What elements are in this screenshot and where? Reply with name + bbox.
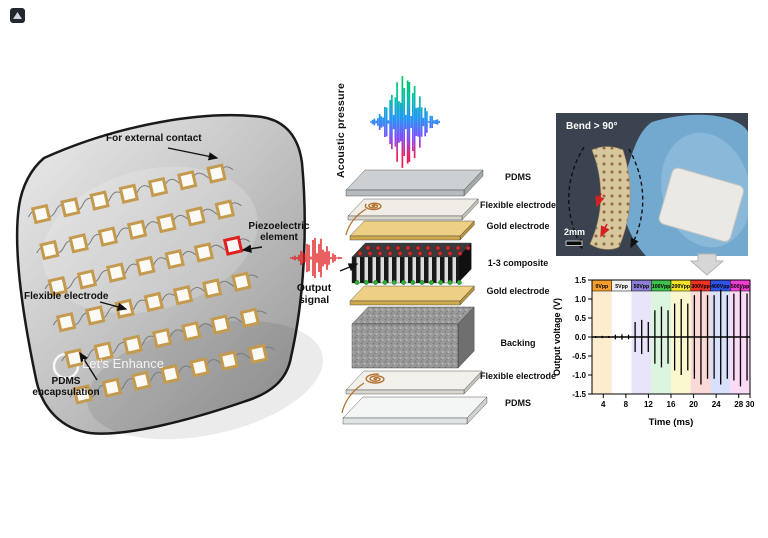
svg-text:Output voltage (V): Output voltage (V) — [552, 298, 562, 376]
svg-text:16: 16 — [667, 400, 676, 409]
svg-text:1.5: 1.5 — [575, 276, 587, 285]
layer-label-flexible-electrode-top: Flexible electrode — [479, 200, 557, 210]
svg-text:50Vpp: 50Vpp — [634, 284, 650, 290]
layer-label-pdms-bottom: PDMS — [504, 398, 532, 408]
svg-text:-0.5: -0.5 — [572, 352, 586, 361]
svg-text:24: 24 — [712, 400, 721, 409]
label-acoustic-pressure: Acoustic pressure — [335, 82, 347, 178]
label-flexible-electrode: Flexible electrode — [24, 291, 109, 302]
svg-text:30: 30 — [746, 400, 755, 409]
label-pdms-encapsulation: PDMS encapsulation — [32, 376, 100, 399]
down-arrow-icon — [689, 253, 725, 276]
svg-text:-1.5: -1.5 — [572, 390, 586, 399]
layer-label-backing: Backing — [500, 338, 536, 348]
layer-label-flexible-electrode-bottom: Flexible electrode — [479, 371, 557, 381]
layer-label-composite: 1-3 composite — [487, 258, 549, 268]
label-piezoelectric-element: Piezoelectric element — [248, 221, 310, 244]
bend-arc-right — [628, 148, 644, 249]
scale-bar — [565, 240, 583, 246]
photo-art — [556, 113, 748, 256]
svg-text:20: 20 — [689, 400, 698, 409]
layer-label-gold-electrode-top: Gold electrode — [486, 221, 550, 231]
bent-device-shape — [589, 146, 631, 250]
label-output-signal: Output signal — [296, 282, 332, 306]
arrow-pdms-encapsulation — [79, 351, 98, 381]
svg-text:-1.0: -1.0 — [572, 371, 586, 380]
svg-text:1.0: 1.0 — [575, 295, 587, 304]
layer-label-pdms-top: PDMS — [504, 172, 532, 182]
svg-text:4: 4 — [601, 400, 606, 409]
svg-text:28: 28 — [734, 400, 743, 409]
photo-scale-label: 2mm — [564, 227, 586, 237]
svg-text:12: 12 — [644, 400, 653, 409]
svg-text:0.5: 0.5 — [575, 314, 587, 323]
annotation-arrows — [79, 147, 359, 381]
svg-text:0.0: 0.0 — [575, 333, 587, 342]
corner-logo-icon — [10, 8, 25, 23]
svg-text:5Vpp: 5Vpp — [615, 284, 628, 290]
label-external-contact: For external contact — [106, 133, 202, 144]
layer-stack-art — [341, 169, 488, 425]
arrow-flexible-electrode — [99, 301, 128, 311]
bend-arc-left — [568, 146, 585, 250]
white-card-shape — [658, 167, 744, 242]
acoustic-wave-art — [370, 76, 440, 168]
arrow-output-signal — [339, 263, 359, 272]
output-wave-art — [290, 237, 342, 279]
svg-text:Time (ms): Time (ms) — [649, 417, 694, 428]
arrow-external-contact — [167, 147, 219, 161]
svg-text:0Vpp: 0Vpp — [596, 284, 609, 290]
svg-text:100Vpp: 100Vpp — [652, 284, 670, 290]
svg-text:8: 8 — [624, 400, 629, 409]
arrow-piezo-element — [241, 244, 263, 253]
watermark-text: Let's Enhance — [82, 356, 164, 371]
svg-text:200Vpp: 200Vpp — [672, 284, 690, 290]
svg-text:500Vpp: 500Vpp — [731, 284, 749, 290]
photo-bend-label: Bend > 90° — [566, 121, 618, 132]
layer-label-gold-electrode-bottom: Gold electrode — [486, 286, 550, 296]
svg-text:400Vpp: 400Vpp — [711, 284, 729, 290]
svg-text:300Vpp: 300Vpp — [691, 284, 709, 290]
